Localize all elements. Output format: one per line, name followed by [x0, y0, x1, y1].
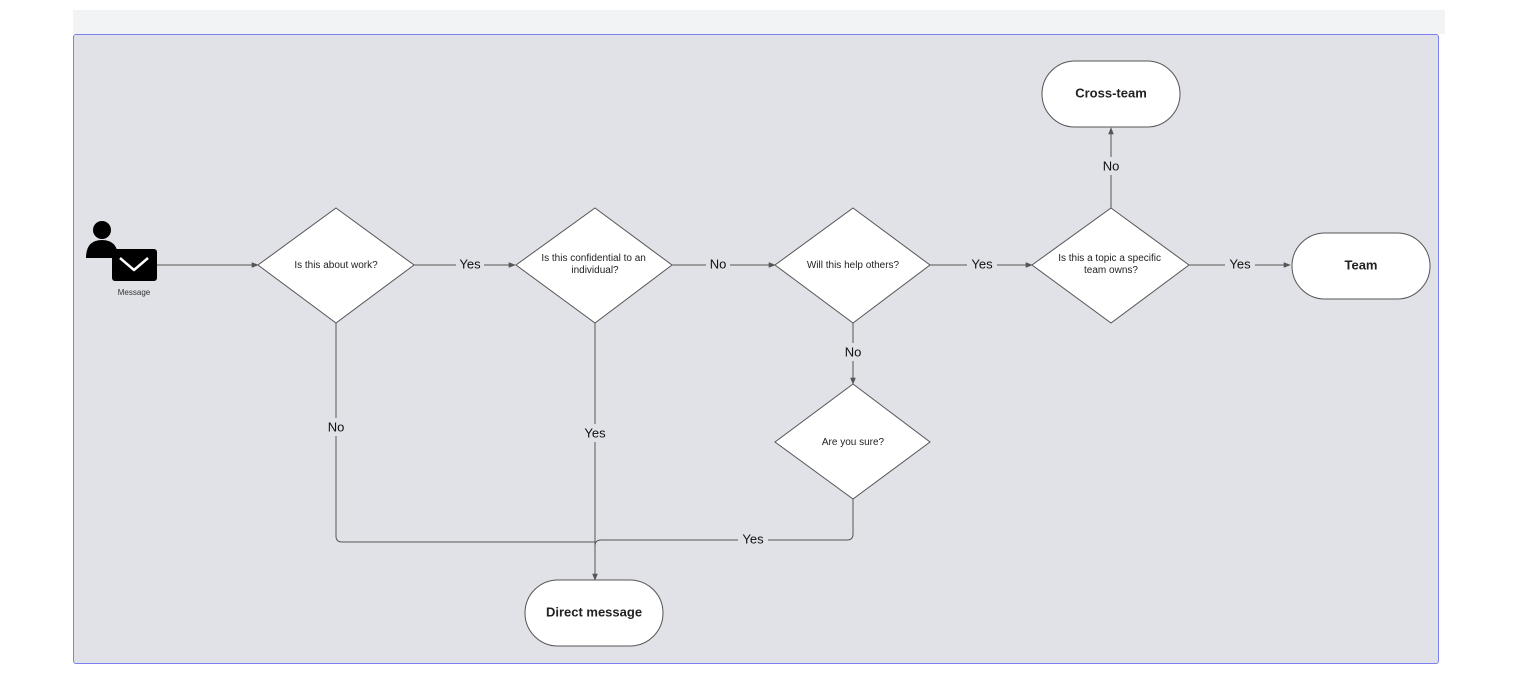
decision-confidential-line-2: individual?	[571, 265, 619, 276]
decision-help-others[interactable]	[774, 207, 931, 324]
edge-label-confidential-no: No	[710, 256, 727, 271]
decision-confidential-line-1: Is this confidential to an	[541, 253, 646, 264]
decision-work[interactable]	[257, 207, 415, 324]
edge-label-sure-yes: Yes	[742, 531, 764, 546]
decision-help-others-line-1: Will this help others?	[807, 260, 900, 271]
decision-help-others-text: Will this help others?	[807, 260, 900, 271]
edge-label-help-no: No	[845, 344, 862, 359]
canvas-toolbar-strip	[73, 10, 1445, 34]
outcome-direct-message-label: Direct message	[546, 604, 642, 619]
outcome-cross-team[interactable]	[1041, 60, 1181, 128]
decision-are-you-sure[interactable]	[774, 383, 931, 500]
decision-work-text: Is this about work?	[294, 260, 378, 271]
decision-team-owns-text: Is this a topic a specific team owns?	[1058, 253, 1164, 276]
decision-work-line-1: Is this about work?	[294, 260, 378, 271]
edge-label-work-yes: Yes	[459, 256, 481, 271]
outcome-cross-team-label: Cross-team	[1075, 85, 1147, 100]
connectors	[156, 127, 1291, 581]
edge-sure-yes	[594, 499, 854, 547]
message-icon-caption: Message	[118, 288, 151, 297]
diagram-frame	[73, 34, 1439, 664]
edge-label-help-yes: Yes	[971, 256, 993, 271]
edge-label-team-owns-yes: Yes	[1229, 256, 1251, 271]
edge-work-no	[335, 323, 595, 543]
decision-team-owns-line-1: Is this a topic a specific	[1058, 253, 1161, 264]
decision-team-owns-line-2: team owns?	[1084, 265, 1138, 276]
decision-confidential[interactable]	[515, 207, 673, 324]
decision-are-you-sure-text: Are you sure?	[822, 437, 885, 448]
decision-confidential-text: Is this confidential to an individual?	[541, 253, 648, 276]
outcome-team[interactable]	[1291, 232, 1431, 300]
outcome-direct-message[interactable]	[524, 579, 664, 647]
outcome-team-label: Team	[1345, 257, 1378, 272]
decision-team-owns[interactable]	[1031, 207, 1190, 324]
person-mail-icon	[86, 221, 157, 281]
edge-label-confidential-yes: Yes	[584, 425, 606, 440]
edge-label-work-no: No	[328, 419, 345, 434]
edge-label-team-owns-no: No	[1103, 158, 1120, 173]
decision-are-you-sure-line-1: Are you sure?	[822, 437, 885, 448]
